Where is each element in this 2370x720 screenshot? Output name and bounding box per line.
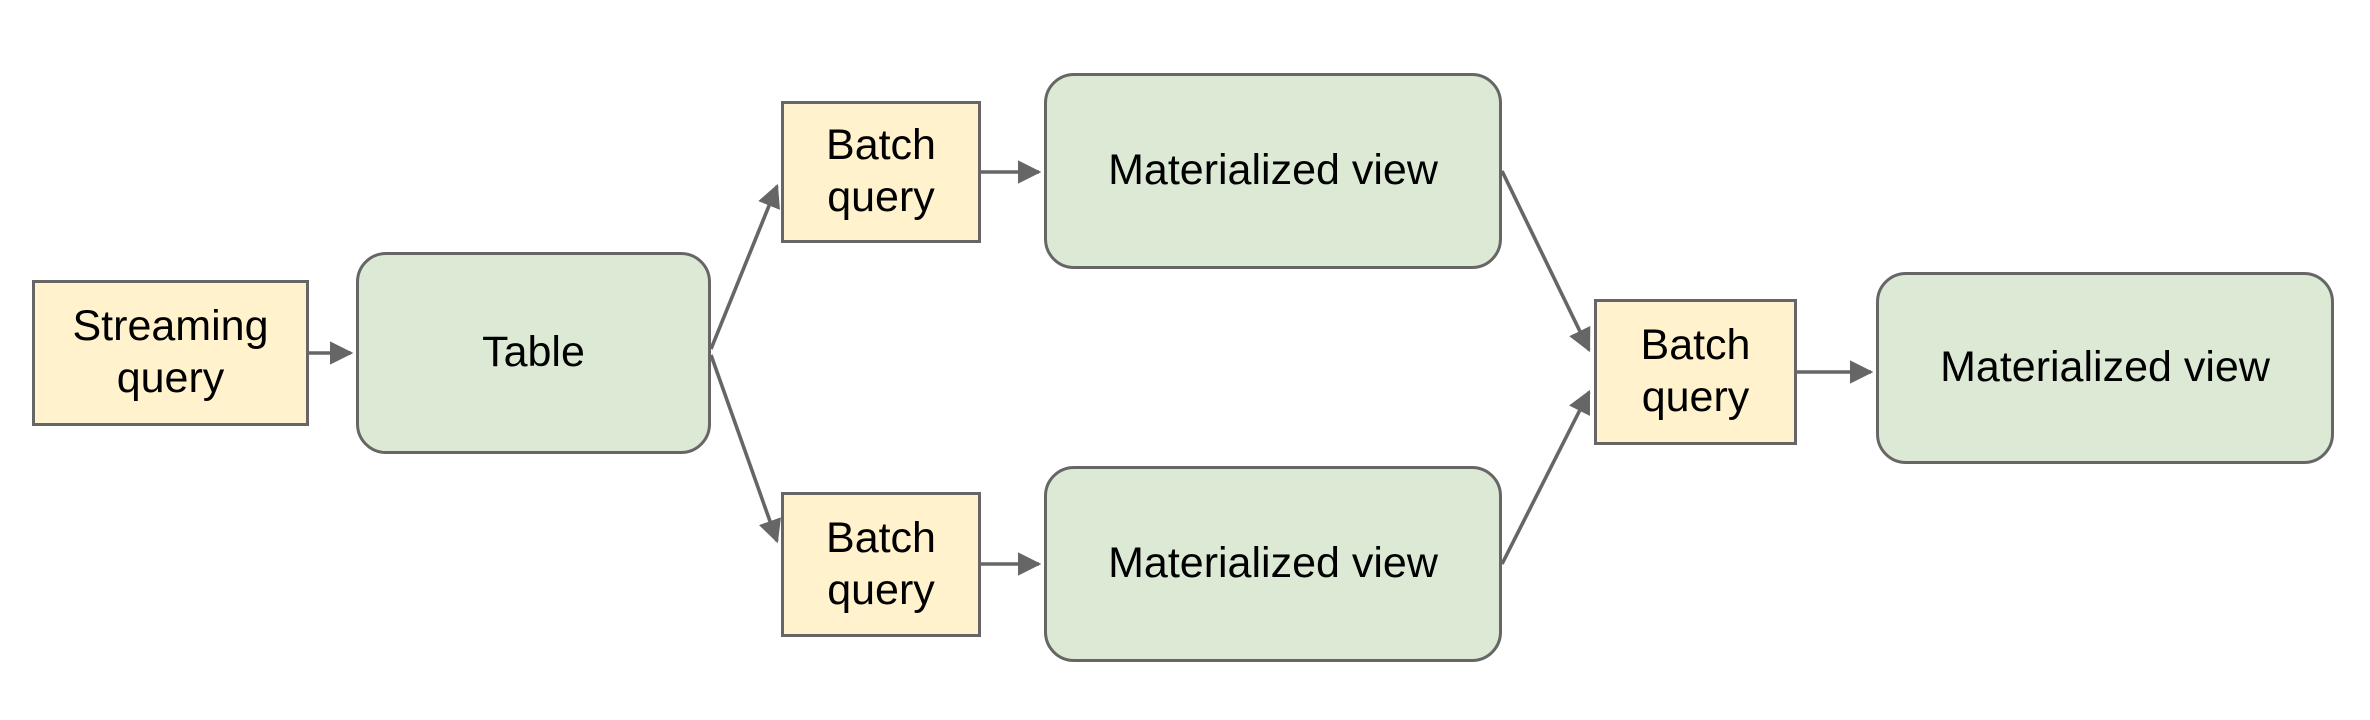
node-batch-query-bottom: Batch query [781,492,981,637]
arrow-table-to-batch-query-top [709,183,780,350]
node-materialized-view-bottom: Materialized view [1044,466,1502,662]
node-streaming-query: Streaming query [32,280,309,426]
node-batch-query-bottom-label: Batch query [826,513,936,614]
arrow-materialized-view-bottom-to-batch-query-merge [1500,389,1591,565]
node-materialized-view-final-label: Materialized view [1940,343,2270,392]
node-streaming-query-label: Streaming query [72,302,269,402]
node-table: Table [356,252,711,454]
node-materialized-view-bottom-label: Materialized view [1108,539,1438,588]
node-batch-query-merge-label: Batch query [1640,321,1751,421]
node-table-label: Table [482,328,585,377]
node-materialized-view-top-label: Materialized view [1108,146,1438,195]
node-materialized-view-final: Materialized view [1876,272,2334,464]
node-materialized-view-top: Materialized view [1044,73,1502,269]
node-batch-query-top-label: Batch query [826,121,936,221]
arrow-table-to-batch-query-bottom [709,354,781,544]
node-batch-query-top: Batch query [781,101,981,243]
node-batch-query-merge: Batch query [1594,299,1797,445]
arrow-materialized-view-top-to-batch-query-merge [1500,170,1591,353]
